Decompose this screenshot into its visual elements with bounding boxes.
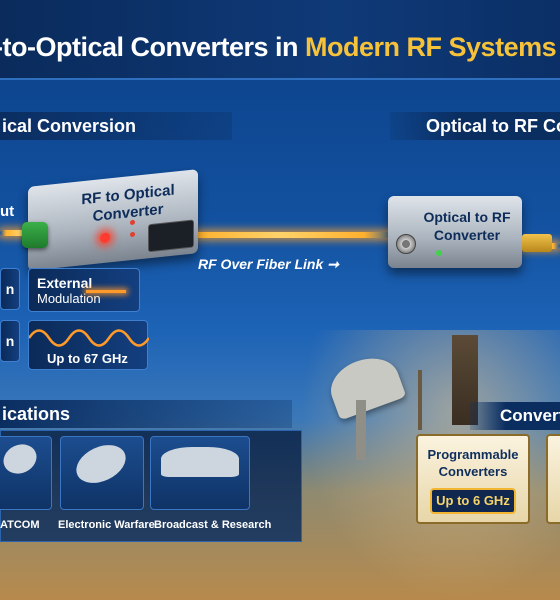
rf-output-connector-icon — [396, 234, 416, 254]
rf-to-optical-converter: RF to Optical Converter — [28, 169, 198, 271]
section-header-applications: ications — [0, 400, 292, 428]
card-title-line2: Converters — [438, 464, 508, 479]
arrow-right-icon: ➞ — [327, 256, 339, 272]
fiber-link-text: RF Over Fiber Link — [198, 256, 324, 272]
dish-mount — [356, 400, 366, 460]
application-card — [150, 436, 250, 510]
modulation-signal-icon — [86, 290, 126, 293]
satellite-dish-icon — [0, 439, 42, 479]
fiber-link-label: RF Over Fiber Link ➞ — [198, 256, 339, 273]
radar-dish-icon — [70, 437, 132, 491]
frequency-badge: Up to 6 GHz — [430, 488, 516, 514]
modulation-box: External Modulation — [28, 268, 140, 312]
modulation-line2: Modulation — [37, 291, 101, 306]
device-label-line2: Converter — [433, 227, 501, 243]
section-header-left: ical Conversion — [0, 112, 232, 140]
fiber-port — [148, 219, 194, 253]
optical-to-rf-converter: Optical to RF Converter — [388, 196, 522, 268]
programmable-converters-card: Programmable Converters Up to 6 GHz — [416, 434, 530, 524]
section-header-converters: Converte — [470, 402, 560, 430]
frequency-label: Up to 67 GHz — [47, 351, 128, 366]
feature-stub-2: n — [0, 320, 20, 362]
frequency-box: Up to 67 GHz — [28, 320, 149, 370]
modulation-line1: External — [37, 275, 93, 291]
input-beam — [0, 230, 40, 236]
antenna-array-icon — [161, 447, 239, 477]
rf-input-connector-icon — [22, 222, 48, 248]
title-highlight: Modern RF Systems — [305, 32, 557, 62]
feature-stub-1: n — [0, 268, 20, 310]
card-title-line1: Programmable — [427, 447, 519, 462]
antenna-mast-icon — [418, 370, 422, 430]
status-led-icon — [130, 231, 135, 238]
application-caption: ATCOM — [0, 519, 40, 531]
device-label-line1: Optical to RF — [423, 209, 511, 225]
input-label: ut — [0, 203, 15, 220]
application-caption: Electronic Warfare — [58, 519, 155, 531]
section-header-right: Optical to RF Co — [390, 112, 560, 140]
status-led-icon — [130, 219, 135, 226]
title-banner: -to-Optical Converters in Modern RF Syst… — [0, 0, 560, 80]
laser-indicator-icon — [100, 232, 110, 244]
status-led-icon — [436, 250, 442, 256]
page-title: -to-Optical Converters in Modern RF Syst… — [0, 32, 557, 62]
application-card — [0, 436, 52, 510]
sma-connector-icon — [522, 234, 552, 252]
application-caption: Broadcast & Research — [154, 519, 272, 531]
waveform-icon — [29, 329, 149, 347]
optical-beam — [160, 232, 400, 238]
converter-card-partial — [546, 434, 560, 524]
application-card — [60, 436, 144, 510]
